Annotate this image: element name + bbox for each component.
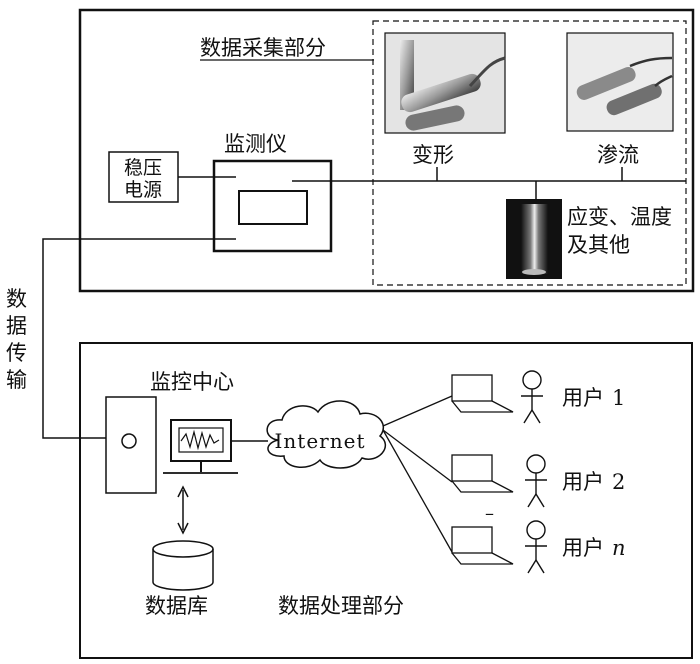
deformation-sensor-image bbox=[384, 32, 506, 134]
server-tower bbox=[105, 396, 157, 494]
monitoring-center-label: 监控中心 bbox=[150, 370, 234, 394]
user-n-label-text: 用户 bbox=[562, 536, 604, 560]
strain-sensor-image bbox=[506, 199, 562, 279]
user-2-label: 用户 2 bbox=[562, 470, 625, 494]
user-2-number: 2 bbox=[612, 470, 625, 494]
seepage-label: 渗流 bbox=[597, 143, 639, 167]
deformation-label: 变形 bbox=[412, 143, 454, 167]
monitor-display-icon bbox=[163, 419, 238, 474]
processing-title: 数据处理部分 bbox=[278, 594, 404, 618]
monitor-label: 监测仪 bbox=[224, 132, 287, 156]
monitor-instrument-box bbox=[212, 159, 333, 253]
database-icon bbox=[152, 540, 214, 591]
transmission-char-2: 据 bbox=[6, 314, 27, 338]
internet-label: Internet bbox=[275, 429, 366, 453]
user-2-figure bbox=[525, 454, 547, 508]
user-1-number: 1 bbox=[612, 386, 625, 410]
database-arrow bbox=[177, 485, 189, 535]
internet-cloud bbox=[266, 400, 387, 469]
laptop-n-icon bbox=[451, 526, 514, 565]
seepage-sensor-image bbox=[566, 32, 674, 132]
strain-temp-label-2: 及其他 bbox=[567, 233, 630, 257]
acquisition-title: 数据采集部分 bbox=[200, 36, 326, 60]
power-supply-label-2: 电源 bbox=[124, 179, 162, 201]
ellipsis-dash: – bbox=[485, 503, 494, 524]
acquisition-panel bbox=[78, 8, 695, 293]
user-2-label-text: 用户 bbox=[562, 470, 604, 494]
monitor-screen bbox=[238, 190, 308, 225]
laptop-2-icon bbox=[451, 454, 514, 493]
link-user-2 bbox=[382, 429, 453, 483]
database-label: 数据库 bbox=[145, 594, 208, 618]
acquisition-dashed-box bbox=[372, 20, 687, 286]
transmission-char-3: 传 bbox=[6, 341, 27, 365]
strain-temp-label-1: 应变、温度 bbox=[567, 205, 672, 229]
laptop-1-icon bbox=[451, 374, 514, 413]
server-indicator bbox=[121, 433, 137, 449]
link-user-1 bbox=[382, 395, 453, 427]
user-1-figure bbox=[521, 370, 543, 424]
transmission-char-1: 数 bbox=[6, 287, 27, 311]
user-1-label: 用户 1 bbox=[562, 386, 625, 410]
transmission-char-4: 输 bbox=[6, 368, 27, 392]
link-user-n bbox=[382, 429, 453, 553]
transmission-line bbox=[42, 238, 236, 439]
user-n-number: n bbox=[612, 536, 626, 560]
user-1-label-text: 用户 bbox=[562, 386, 604, 410]
user-n-figure bbox=[525, 520, 547, 574]
power-supply-label-1: 稳压 bbox=[124, 157, 162, 179]
processing-panel bbox=[79, 342, 693, 659]
user-n-label: 用户 n bbox=[562, 536, 626, 560]
